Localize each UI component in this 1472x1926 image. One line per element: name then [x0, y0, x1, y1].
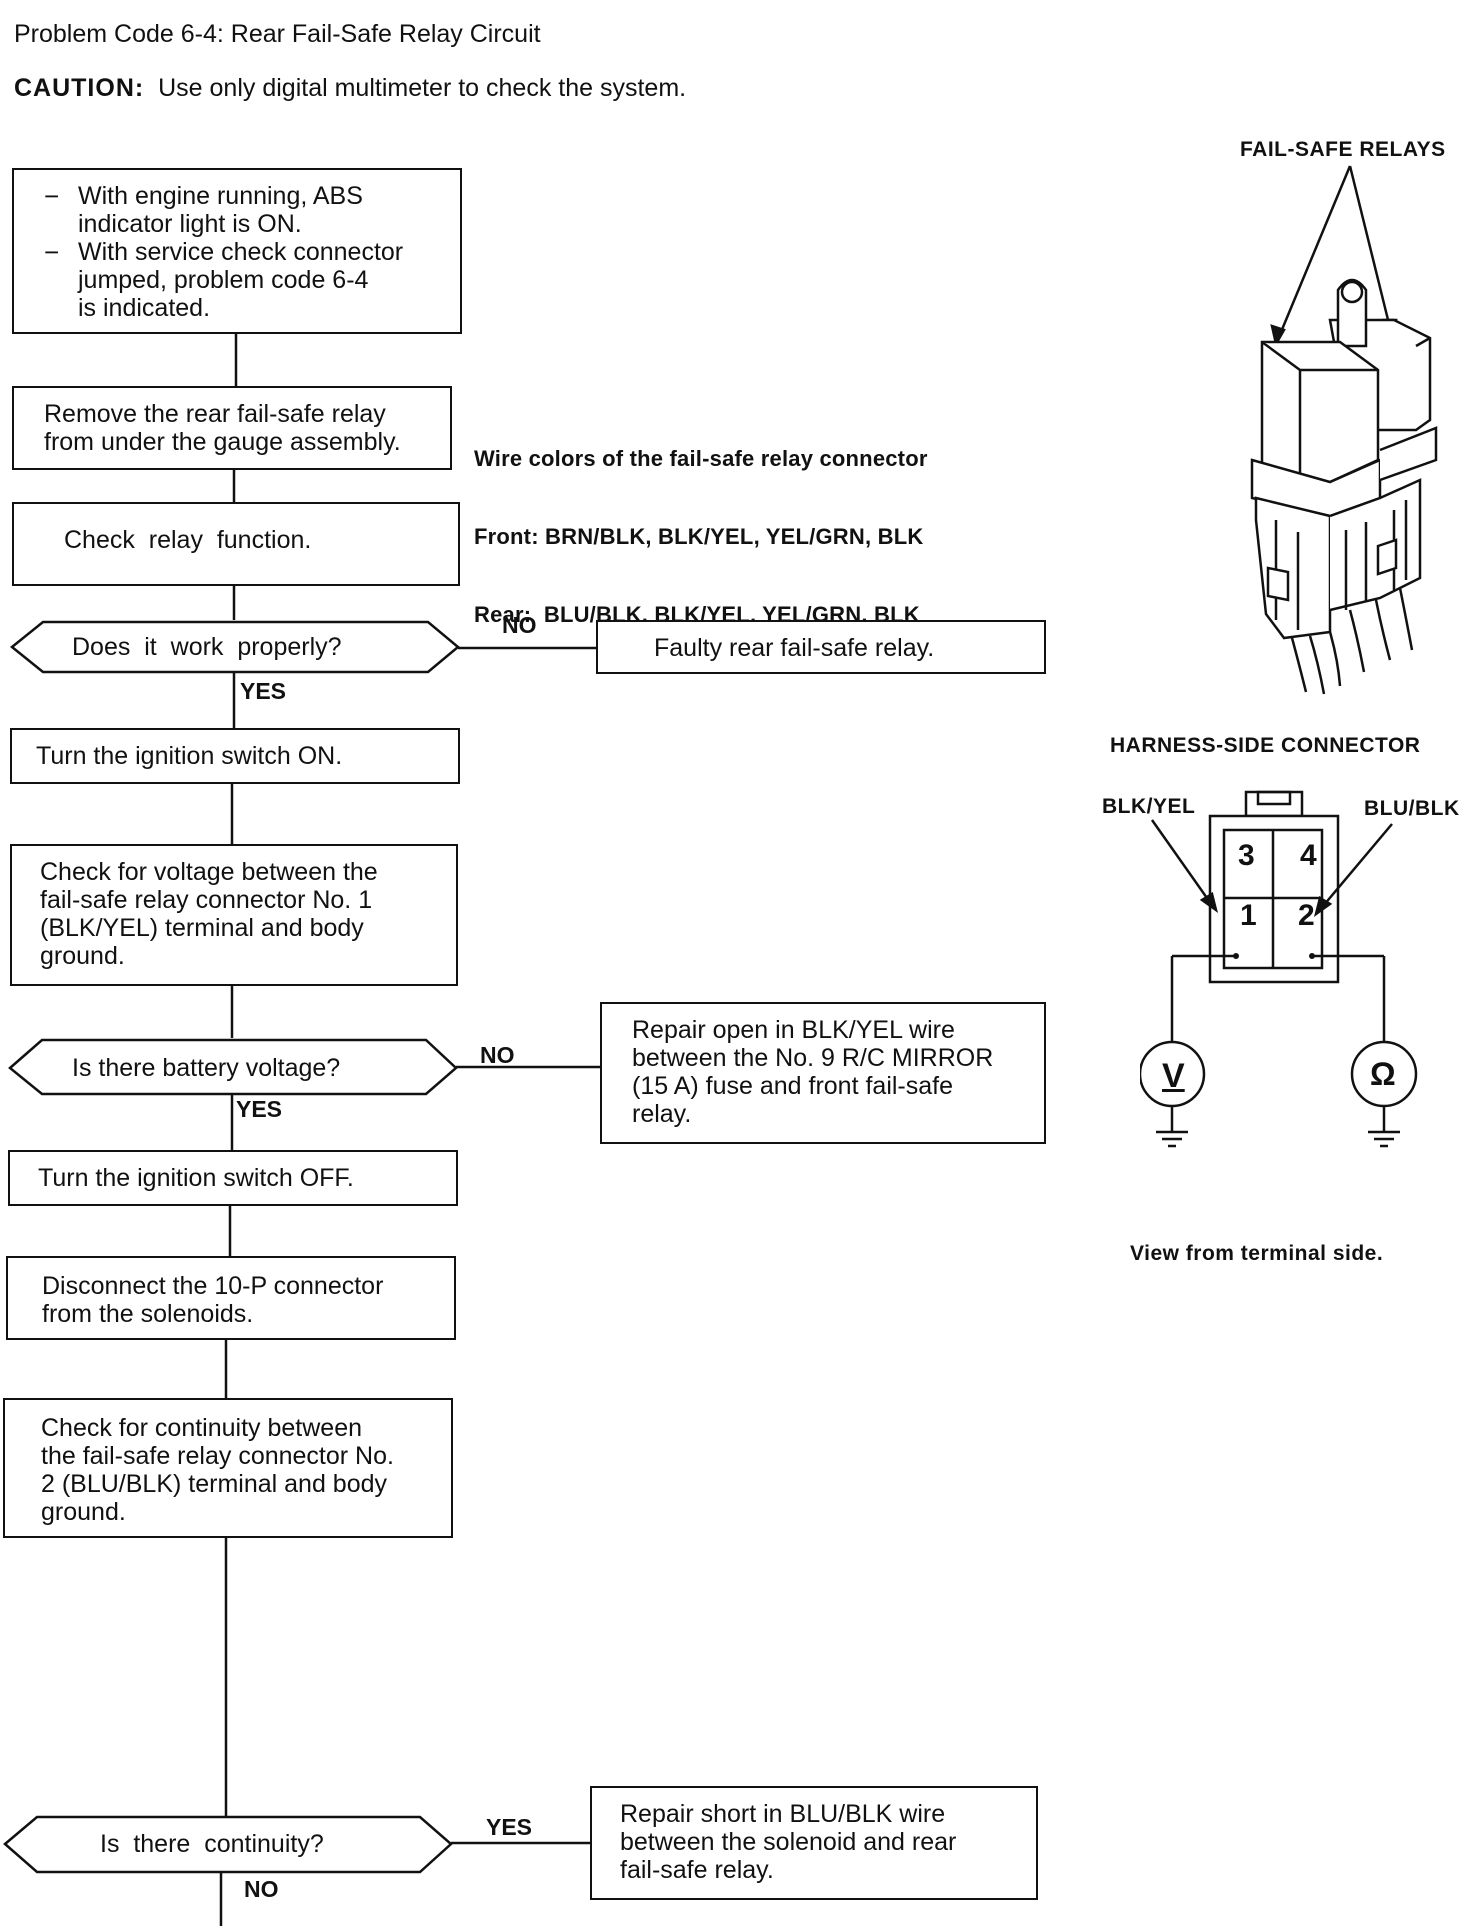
faulty-relay-result: Faulty rear fail-safe relay.: [596, 620, 1046, 674]
dash-bullet: −: [44, 181, 60, 211]
wire-color-note: Wire colors of the fail-safe relay conne…: [474, 394, 928, 654]
ignition-on-text: Turn the ignition switch ON.: [36, 742, 343, 770]
ignition-off-step: Turn the ignition switch OFF.: [8, 1150, 458, 1206]
symptom-box: − With engine running, ABS indicator lig…: [12, 168, 462, 334]
voltmeter-symbol: V: [1162, 1057, 1185, 1095]
dash-bullet: −: [44, 237, 60, 267]
page-title: Problem Code 6-4: Rear Fail-Safe Relay C…: [14, 20, 541, 48]
branch-yes-label: YES: [486, 1814, 533, 1840]
branch-no-label: NO: [244, 1876, 279, 1902]
symptom-line-1: With engine running, ABS indicator light…: [78, 182, 363, 238]
harness-connector-diagram: [1140, 790, 1418, 1148]
check-voltage-step: Check for voltage between the fail-safe …: [10, 844, 458, 986]
branch-no-label: NO: [480, 1042, 515, 1068]
remove-relay-step: Remove the rear fail-safe relay from und…: [12, 386, 452, 470]
repair-open-result: Repair open in BLK/YEL wire between the …: [600, 1002, 1046, 1144]
ignition-off-text: Turn the ignition switch OFF.: [38, 1164, 354, 1192]
check-voltage-text: Check for voltage between the fail-safe …: [40, 858, 378, 970]
pin-4: 4: [1300, 839, 1317, 872]
pin-3: 3: [1238, 839, 1255, 872]
faulty-relay-text: Faulty rear fail-safe relay.: [654, 634, 935, 662]
pin-2: 2: [1298, 899, 1315, 932]
decision-shape-continuity: [3, 1815, 453, 1874]
ohmmeter-symbol: Ω: [1370, 1056, 1396, 1092]
symptom-line-2: With service check connector jumped, pro…: [78, 238, 404, 322]
decision-shape-voltage: [8, 1038, 458, 1096]
repair-open-text: Repair open in BLK/YEL wire between the …: [632, 1016, 994, 1128]
fail-safe-relays-label: FAIL-SAFE RELAYS: [1240, 138, 1446, 161]
blu-blk-label: BLU/BLK: [1364, 797, 1460, 820]
decision-shape-works: [10, 620, 460, 674]
ignition-on-step: Turn the ignition switch ON.: [10, 728, 460, 784]
wire-note-front: Front: BRN/BLK, BLK/YEL, YEL/GRN, BLK: [474, 524, 924, 549]
disconnect-text: Disconnect the 10-P connector from the s…: [42, 1272, 384, 1328]
caution-label: CAUTION:: [14, 74, 145, 102]
branch-no-label: NO: [502, 612, 537, 638]
pin-1: 1: [1240, 899, 1257, 932]
check-continuity-text: Check for continuity between the fail-sa…: [41, 1414, 394, 1526]
caution-text: Use only digital multimeter to check the…: [158, 74, 687, 102]
disconnect-step: Disconnect the 10-P connector from the s…: [6, 1256, 456, 1340]
question-continuity: Is there continuity?: [100, 1830, 324, 1858]
repair-short-text: Repair short in BLU/BLK wire between the…: [620, 1800, 957, 1884]
blk-yel-label: BLK/YEL: [1102, 795, 1196, 818]
branch-yes-label: YES: [240, 678, 287, 704]
repair-short-result: Repair short in BLU/BLK wire between the…: [590, 1786, 1038, 1900]
view-from-terminal-note: View from terminal side.: [1130, 1242, 1384, 1265]
check-relay-text: Check relay function.: [64, 526, 312, 554]
branch-yes-label: YES: [236, 1096, 283, 1122]
remove-relay-text: Remove the rear fail-safe relay from und…: [44, 400, 401, 456]
check-continuity-step: Check for continuity between the fail-sa…: [3, 1398, 453, 1538]
harness-connector-label: HARNESS-SIDE CONNECTOR: [1110, 734, 1421, 757]
caution-note: CAUTION: Use only digital multimeter to …: [14, 74, 686, 104]
check-relay-step: Check relay function.: [12, 502, 460, 586]
fail-safe-relays-illustration: [1250, 165, 1438, 695]
question-voltage: Is there battery voltage?: [72, 1054, 341, 1082]
wire-note-heading: Wire colors of the fail-safe relay conne…: [474, 446, 928, 471]
question-works: Does it work properly?: [72, 633, 342, 661]
